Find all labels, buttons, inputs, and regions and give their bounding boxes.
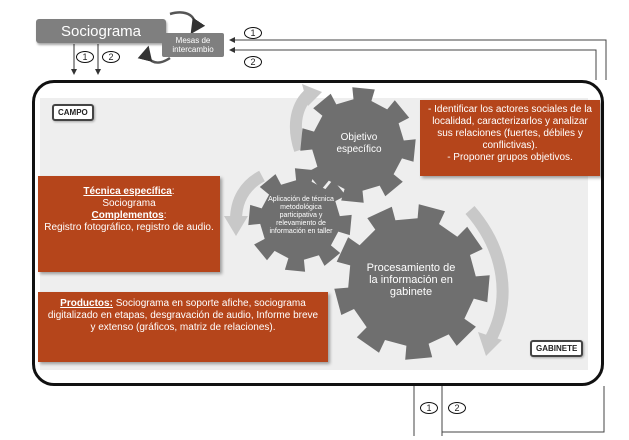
gabinete-label: GABINETE [530, 340, 584, 357]
procesamiento-gear-label: Procesamiento de la información en gabin… [366, 262, 456, 298]
marker-2-top: 2 [244, 56, 262, 68]
cycle-arrow-left [230, 170, 266, 221]
tecnica-panel: Técnica específica: Sociograma Complemen… [38, 176, 220, 272]
marker-1-bottom: 1 [420, 402, 438, 414]
objetivo-gear-label: Objetivo específico [336, 132, 382, 155]
marker-1-top: 1 [244, 27, 262, 39]
productos-panel: Productos: Sociograma en soporte afiche,… [38, 292, 328, 362]
curve-arrow-top [169, 11, 206, 35]
mesas-intercambio-box: Mesas de intercambio [162, 33, 224, 57]
cycle-arrowhead-left [224, 216, 248, 236]
tecnica-value: Sociograma [102, 198, 156, 209]
objetivos-text-1: - Identificar los actores sociales de la… [428, 104, 592, 151]
objetivos-text-2: - Proponer grupos objetivos. [447, 152, 573, 163]
cycle-arrowhead-top [302, 84, 322, 106]
tecnica-colon: : [171, 186, 175, 197]
complementos-heading: Complementos [91, 210, 164, 221]
return-line-2 [229, 47, 597, 80]
objetivo-gear [300, 87, 416, 203]
return-line-1 [229, 37, 607, 80]
productos-value: Sociograma en soporte afiche, sociograma… [47, 298, 319, 333]
complementos-value: Registro fotográfico, registro de audio. [44, 222, 214, 233]
tecnica-heading: Técnica específica [83, 186, 172, 197]
marker-1-left: 1 [76, 51, 94, 63]
cycle-arrowhead-right [478, 332, 502, 356]
marker-2-left: 2 [102, 51, 120, 63]
campo-label: CAMPO [52, 104, 94, 121]
objetivos-panel: - Identificar los actores sociales de la… [420, 100, 600, 176]
aplicacion-gear-label: Aplicación de técnica metodológica parti… [268, 196, 334, 235]
productos-heading: Productos: [60, 298, 113, 309]
sociograma-box: Sociograma [36, 19, 166, 43]
cycle-arrow-right [465, 206, 509, 343]
bottom-line-right [442, 386, 605, 433]
procesamiento-gear [334, 204, 490, 360]
complementos-colon: : [163, 210, 167, 221]
gear-shapes [248, 87, 490, 360]
curve-arrow-bottom [137, 45, 171, 64]
marker-2-bottom: 2 [448, 402, 466, 414]
aplicacion-gear [248, 168, 352, 272]
